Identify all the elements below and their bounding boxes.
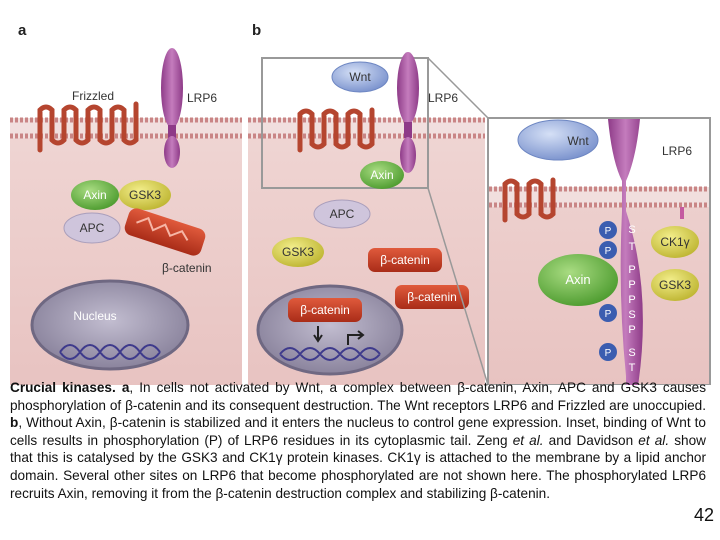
inset-membrane (489, 186, 709, 208)
caption-segment-4: show that this is catalysed by the GSK3 … (10, 432, 706, 501)
residue-7: P (628, 324, 635, 336)
panel-a-axin-label: Axin (83, 188, 106, 202)
phosphate-4-label: P (605, 348, 612, 359)
panel-b-apc (313, 199, 371, 229)
caption-segment-1: , In cells not activated by Wnt, a compl… (10, 380, 706, 413)
caption-b-label: b (10, 415, 19, 431)
inset-lrp6 (608, 119, 643, 385)
panel-b-apc-label: APC (330, 207, 355, 221)
inset-frizzled (502, 177, 556, 223)
panel-b-wnt (331, 61, 389, 93)
panel-b-arrow-down (313, 326, 323, 343)
panel-b-beta-catenin-2-label: β-catenin (407, 290, 457, 304)
panel-b-arrow-transcription (347, 330, 365, 345)
phosphate-1-label: P (605, 226, 612, 237)
inset-lrp6-label: LRP6 (662, 144, 692, 158)
inset-ck1 (651, 226, 699, 258)
figure-caption: Crucial kinases. a, In cells not activat… (10, 379, 706, 502)
panel-b-beta-catenin-nuclear (288, 298, 362, 322)
page-number: 42 (693, 505, 714, 525)
panel-b-gsk3 (272, 237, 324, 267)
inset: Wnt LRP6 S T P P P S P S T P P P P (487, 117, 711, 385)
panel-a: a Frizzled LRP6 Axin GSK3 APC β-catenin (10, 22, 242, 385)
residue-1: S (628, 224, 635, 236)
panel-b-lrp6-label: LRP6 (428, 91, 458, 105)
panel-a-gsk3-label: GSK3 (129, 188, 161, 202)
panel-b-dna (279, 347, 381, 361)
caption-segment-2: , Without Axin, β-catenin is stabilized … (10, 415, 706, 448)
panel-b-beta-catenin-2 (395, 285, 469, 309)
panel-a-nucleus (30, 279, 190, 371)
inset-axin-label: Axin (565, 272, 590, 287)
panel-b-beta-catenin-nuclear-label: β-catenin (300, 303, 350, 317)
caption-segment-3: and Davidson (543, 432, 639, 448)
residue-9: T (629, 362, 636, 374)
figure: a Frizzled LRP6 Axin GSK3 APC β-catenin (10, 22, 711, 385)
panel-a-frizzled (37, 101, 139, 153)
residue-3: P (628, 264, 635, 276)
residue-6: S (628, 309, 635, 321)
inset-wnt-label: Wnt (567, 134, 589, 148)
panel-a-dna (59, 344, 161, 360)
inset-phosphates: P P P P (599, 221, 617, 361)
caption-etal-2: et al. (638, 432, 670, 448)
panel-b-wnt-label: Wnt (349, 70, 371, 84)
residue-8: S (628, 347, 635, 359)
panel-b-axin (360, 161, 404, 189)
inset-gsk3 (651, 269, 699, 301)
panel-b: b Wnt LRP6 Axin APC GSK3 β-catenin β-cat… (248, 22, 485, 385)
panel-a-label: a (18, 22, 27, 39)
panel-b-zoom-box (261, 57, 429, 189)
panel-b-beta-catenin-1 (368, 248, 442, 272)
phosphate-2-label: P (605, 246, 612, 257)
panel-a-gsk3 (119, 180, 171, 210)
panel-b-lrp6 (397, 52, 419, 173)
caption-a-label: a (121, 380, 130, 395)
inset-wnt (517, 119, 599, 161)
caption-heading: Crucial kinases. (10, 380, 116, 395)
residue-5: P (628, 294, 635, 306)
phosphate-3-label: P (605, 309, 612, 320)
panel-a-axin (71, 180, 119, 210)
zoom-connector-bottom (427, 187, 489, 385)
panel-a-apc-label: APC (80, 221, 105, 235)
panel-a-lrp6-label: LRP6 (187, 91, 217, 105)
panel-a-beta-catenin-label: β-catenin (162, 261, 212, 275)
inset-axin (538, 254, 618, 306)
panel-a-frizzled-label: Frizzled (72, 89, 114, 103)
residue-2: T (629, 241, 636, 253)
panel-b-gsk3-label: GSK3 (282, 245, 314, 259)
inset-gsk3-label: GSK3 (659, 278, 691, 292)
inset-residues: S T P P P S P S T (628, 224, 635, 374)
panel-a-beta-catenin-degraded (124, 208, 206, 256)
panel-b-axin-label: Axin (370, 168, 393, 182)
residue-4: P (628, 279, 635, 291)
panel-b-beta-catenin-1-label: β-catenin (380, 253, 430, 267)
panel-b-frizzled (297, 107, 375, 153)
panel-a-apc (63, 212, 121, 244)
panel-a-nucleus-label: Nucleus (73, 309, 116, 323)
panel-b-label: b (252, 22, 261, 39)
zoom-connector-top (427, 57, 489, 119)
panel-b-membrane (248, 117, 485, 139)
caption-etal-1: et al. (512, 432, 544, 448)
inset-ck1-label: CK1γ (660, 235, 689, 249)
panel-a-lrp6 (161, 48, 183, 168)
